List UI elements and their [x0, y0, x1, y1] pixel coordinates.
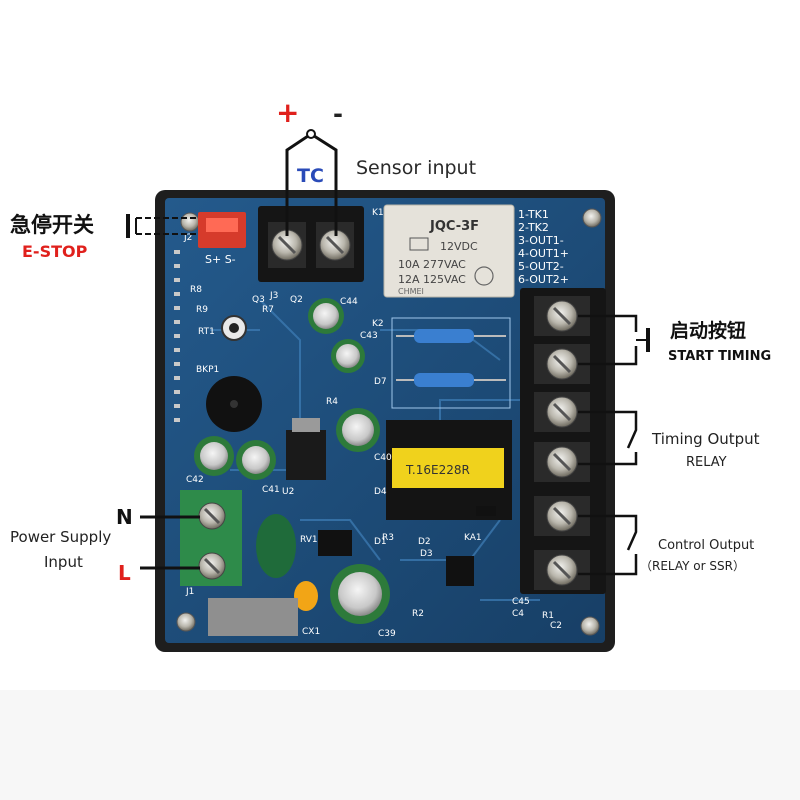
- relay-brand: JQC-3F: [429, 219, 479, 234]
- silk-label: KA1: [464, 533, 482, 543]
- estop-cn-label: 急停开关: [10, 213, 94, 237]
- power-input-callout: N L Power Supply Input: [10, 505, 200, 585]
- silk-label: J1: [185, 587, 194, 597]
- pin-list: 1-TK1 2-TK2 3-OUT1- 4-OUT1+ 5-OUT2- 6-OU…: [518, 208, 569, 286]
- silk-label: C39: [378, 629, 396, 639]
- silk-label: D4: [374, 487, 387, 497]
- estop-en-label: E-STOP: [22, 242, 88, 261]
- ic: [446, 556, 474, 586]
- control-output-label: Control Output: [658, 538, 754, 553]
- silk-label: D7: [374, 377, 387, 387]
- silk-label: D1: [374, 537, 387, 547]
- mount-screw-icon: [176, 612, 196, 632]
- silk-label: R4: [326, 397, 338, 407]
- silk-label: J3: [269, 291, 278, 301]
- silk-label: BKP1: [196, 365, 219, 375]
- start-timing-callout: 启动按钮 START TIMING: [578, 314, 771, 366]
- pin-label: 5-OUT2-: [518, 260, 564, 273]
- silk-label: R9: [196, 305, 208, 315]
- timing-output-label: Timing Output: [651, 430, 760, 448]
- pin-label: 3-OUT1-: [518, 234, 564, 247]
- silk-label: C4: [512, 609, 524, 619]
- relay-contact-icon: [578, 410, 638, 466]
- silk-label: J2: [183, 233, 192, 243]
- pin-label: 2-TK2: [518, 221, 549, 234]
- transformer-label: T.16E228R: [405, 463, 470, 477]
- mount-screw-icon: [582, 208, 602, 228]
- relay-maker: CHMEI: [398, 287, 424, 296]
- timing-output-relay: RELAY: [686, 455, 727, 470]
- pin-label: 6-OUT2+: [518, 273, 569, 286]
- silk-label: D2: [418, 537, 431, 547]
- control-output-callout: Control Output （RELAY or SSR）: [578, 514, 754, 576]
- estop-callout: 急停开关 E-STOP: [10, 213, 196, 261]
- silk-label: C41: [262, 485, 280, 495]
- silk-label: C42: [186, 475, 204, 485]
- silk-label: CX1: [302, 627, 320, 637]
- mount-screw-icon: [580, 616, 600, 636]
- tc-minus-label: -: [333, 100, 343, 128]
- right-terminal-strip: [520, 288, 606, 594]
- control-output-type: （RELAY or SSR）: [640, 559, 745, 573]
- silk-label: R7: [262, 305, 274, 315]
- neutral-label: N: [116, 505, 133, 529]
- relay: JQC-3F 12VDC 10A 277VAC 12A 125VAC CHMEI: [383, 204, 515, 298]
- tc-label: TC: [297, 165, 324, 187]
- yellow-capacitor: [294, 581, 318, 611]
- silk-label: C40: [374, 453, 392, 463]
- ic: [318, 530, 352, 556]
- silk-label: Q2: [290, 295, 303, 305]
- silk-label: R8: [190, 285, 202, 295]
- capacitors: [194, 298, 390, 624]
- sensor-input-callout: + - TC Sensor input: [276, 96, 476, 236]
- transformer: T.16E228R: [386, 420, 512, 520]
- silk-label: R3: [382, 533, 394, 543]
- silk-label: D3: [420, 549, 433, 559]
- background-fade: [0, 690, 800, 800]
- relay-spec-1: 12VDC: [440, 240, 478, 253]
- resistors: [391, 317, 511, 409]
- regulator: [286, 430, 326, 480]
- start-cn-label: 启动按钮: [670, 319, 746, 342]
- controller-board: S+ S- JQC-3F 12VDC 10A 277VAC 12A 125VAC…: [155, 190, 615, 652]
- sensor-input-caption: Sensor input: [356, 157, 476, 179]
- power-input-label: Input: [44, 553, 83, 571]
- tc-plus-label: +: [276, 96, 299, 129]
- mount-screw-icon: [180, 212, 200, 232]
- tc-terminal-block: [258, 206, 364, 282]
- x-capacitor: [208, 598, 298, 636]
- silk-label: R2: [412, 609, 424, 619]
- pin-header: [174, 250, 180, 422]
- power-supply-label: Power Supply: [10, 528, 111, 546]
- start-en-label: START TIMING: [668, 349, 771, 364]
- silk-label: R1: [542, 611, 554, 621]
- pin-label: 1-TK1: [518, 208, 549, 221]
- silk-label: RV1: [300, 535, 318, 545]
- relay-contact-icon: [578, 514, 638, 576]
- silk-label: K2: [372, 319, 384, 329]
- top-connector-silk: S+ S-: [205, 253, 236, 266]
- silk-label: K1: [372, 208, 384, 218]
- relay-spec-3: 12A 125VAC: [398, 273, 466, 286]
- silk-label: RT1: [198, 327, 215, 337]
- varistor: [256, 514, 296, 578]
- silk-label: C43: [360, 331, 378, 341]
- silk-label: Q3: [252, 295, 265, 305]
- silk-label: U2: [282, 487, 294, 497]
- relay-spec-2: 10A 277VAC: [398, 258, 466, 271]
- ic: [476, 506, 496, 516]
- silk-label: C44: [340, 297, 358, 307]
- silk-label: C2: [550, 621, 562, 631]
- power-terminal: [180, 490, 242, 586]
- pin-label: 4-OUT1+: [518, 247, 569, 260]
- line-label: L: [118, 561, 131, 585]
- timing-output-callout: Timing Output RELAY: [578, 410, 760, 470]
- estop-connector-slot: [206, 218, 238, 232]
- silk-label: C45: [512, 597, 530, 607]
